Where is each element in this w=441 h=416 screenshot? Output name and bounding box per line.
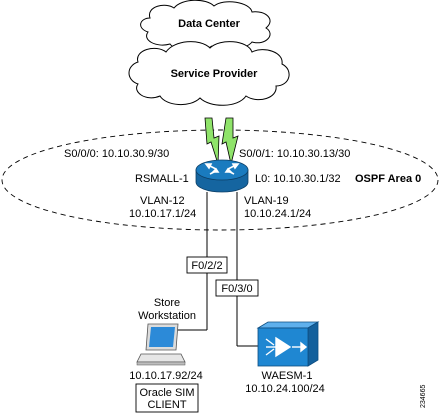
workstation-title-line1: Store xyxy=(154,297,180,309)
router-serial-left-label: S0/0/0: 10.10.30.9/30 xyxy=(64,148,169,160)
port-right-label: F0/3/0 xyxy=(221,283,252,295)
client-line1: Oracle SIM xyxy=(139,387,194,399)
workstation-ip: 10.10.17.92/24 xyxy=(129,370,202,382)
serial-link-left-lightning xyxy=(204,117,220,165)
workstation-icon xyxy=(136,323,186,366)
port-left-box: F0/2/2 xyxy=(186,256,228,274)
port-left-label: F0/2/2 xyxy=(191,260,222,272)
vlan-left-name: VLAN-12 xyxy=(140,195,185,207)
oracle-sim-client-box: Oracle SIM CLIENT xyxy=(135,383,199,413)
service-provider-cloud: Service Provider xyxy=(128,41,290,106)
serial-link-right-lightning xyxy=(221,117,239,165)
data-center-label: Data Center xyxy=(178,18,240,30)
workstation-title-line2: Workstation xyxy=(138,310,196,322)
service-provider-label: Service Provider xyxy=(171,68,259,80)
vlan-right-name: VLAN-19 xyxy=(244,195,289,207)
vlan-left-ip: 10.10.17.1/24 xyxy=(129,208,196,220)
ospf-area-boundary xyxy=(1,129,439,231)
waesm-icon xyxy=(256,321,320,367)
waesm-name: WAESM-1 xyxy=(262,370,313,382)
client-line2: CLIENT xyxy=(147,399,186,411)
waesm-ip: 10.10.24.100/24 xyxy=(245,383,325,395)
port-right-box: F0/3/0 xyxy=(215,279,259,297)
ospf-area-label: OSPF Area 0 xyxy=(355,173,421,185)
router-icon xyxy=(195,159,249,193)
figure-id: 234665 xyxy=(420,385,427,408)
data-center-cloud: Data Center xyxy=(140,0,271,52)
router-name-label: RSMALL-1 xyxy=(135,173,189,185)
vlan-right-ip: 10.10.24.1/24 xyxy=(244,208,311,220)
router-loopback-label: L0: 10.10.30.1/32 xyxy=(255,173,341,185)
router-serial-right-label: S0/0/1: 10.10.30.13/30 xyxy=(239,148,350,160)
